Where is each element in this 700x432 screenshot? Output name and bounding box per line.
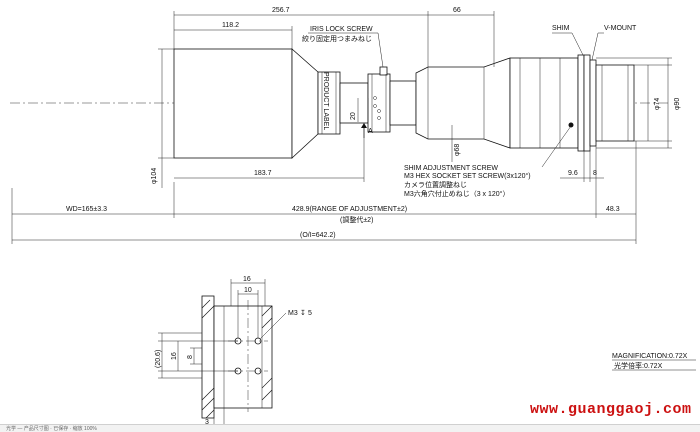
dim-118-2: 118.2	[222, 22, 239, 29]
magnification-jp: 光学倍率:0.72X	[614, 361, 663, 370]
v-mount-label: V-MOUNT	[604, 25, 637, 32]
arrow-a-label: A	[368, 128, 373, 135]
dim-256-7: 256.7	[272, 7, 290, 14]
iris-holes	[373, 96, 381, 120]
dim-phi90: φ90	[674, 98, 681, 110]
dim-8: 8	[593, 170, 597, 177]
dim-16-top: 16	[243, 276, 251, 283]
detail-hatch	[201, 299, 273, 419]
dim-183-7-group: 183.7	[174, 138, 365, 182]
neck	[339, 82, 369, 124]
v-mount-flange	[589, 59, 597, 147]
mid-barrel	[389, 80, 417, 126]
iris-ring	[367, 73, 391, 133]
ring-ribs	[321, 58, 629, 148]
mount-callouts: SHIM V-MOUNT	[552, 25, 637, 61]
shim-adjust-label: SHIM ADJUSTMENT SCREW	[404, 165, 498, 172]
detail-view-a: 16 10 M3 ↧ 5 (20.6) 16 8 3	[155, 276, 312, 426]
mid-diameter: φ68	[451, 125, 461, 162]
magnification-block: MAGNIFICATION:0.72X 光学倍率:0.72X	[612, 353, 696, 371]
camera-adjust-label-jp: カメラ位置調整ねじ	[404, 180, 467, 189]
hex-socket-label-jp: M3六角穴付止めねじ（3 x 120°）	[404, 189, 510, 198]
dim-9-6: 9.6	[568, 170, 578, 177]
shim-adjust-screw-icon	[568, 122, 574, 128]
shim-offsets: 9.6 8	[560, 146, 604, 182]
lens-body	[173, 48, 635, 159]
front-diameter: φ104	[151, 48, 174, 188]
product-label-text: PRODUCT LABEL	[322, 72, 329, 130]
hex-socket-label: M3 HEX SOCKET SET SCREW(3x120°)	[404, 172, 531, 180]
dim-oi: (O/I=642.2)	[300, 232, 336, 239]
iris-lock-knob	[379, 66, 388, 76]
rear-barrel	[415, 57, 511, 149]
dim-20-6: (20.6)	[155, 350, 162, 368]
dim-range-jp: (調整代±2)	[340, 215, 373, 224]
magnification-en: MAGNIFICATION:0.72X	[612, 353, 688, 360]
mount-body	[509, 57, 579, 149]
statusbar-text: 光学 — 产品尺寸图 · 已保存 · 缩放 100%	[6, 426, 97, 432]
shim-adjust-callout: SHIM ADJUSTMENT SCREW M3 HEX SOCKET SET …	[404, 125, 572, 198]
dim-48-3: 48.3	[606, 206, 620, 213]
right-diameters: φ74 φ90	[596, 57, 681, 149]
statusbar: 光学 — 产品尺寸图 · 已保存 · 缩放 100%	[0, 424, 700, 432]
working-distance-dims: WD=165±3.3 428.9(RANGE OF ADJUSTMENT±2) …	[11, 141, 637, 244]
dim-20: 20	[350, 112, 357, 120]
shim-ring-2	[583, 54, 591, 152]
iris-lock-label-jp: 絞り固定用つまみねじ	[302, 34, 372, 43]
top-dimensions: 256.7 118.2 66	[173, 7, 495, 67]
dim-10-top: 10	[244, 287, 252, 294]
shim-ring	[577, 54, 585, 152]
dim-phi74: φ74	[654, 98, 661, 110]
dim-range: 428.9(RANGE OF ADJUSTMENT±2)	[292, 206, 407, 213]
dim-66: 66	[453, 7, 461, 14]
dim-8-left: 8	[187, 355, 194, 359]
front-cone	[291, 48, 319, 159]
dim-m3-depth: 5	[308, 310, 312, 317]
iris-lock-label: IRIS LOCK SCREW	[310, 26, 373, 33]
dim-16-left: 16	[171, 352, 178, 360]
shim-label: SHIM	[552, 25, 570, 32]
dim-m3: M3	[288, 310, 298, 317]
front-barrel	[173, 48, 293, 159]
camera-side	[595, 64, 635, 142]
iris-lock-callout: IRIS LOCK SCREW 絞り固定用つまみねじ	[302, 26, 384, 68]
watermark-text: www.guanggaoj.com	[530, 401, 692, 418]
dim-183-7: 183.7	[254, 170, 272, 177]
dim-3: 3	[205, 419, 209, 426]
dim-phi68: φ68	[454, 144, 461, 156]
dim-wd: WD=165±3.3	[66, 206, 107, 213]
gap-and-arrow: 20 A	[350, 98, 373, 138]
dim-m3-depth-symbol: ↧	[300, 310, 306, 317]
dim-phi104: φ104	[151, 168, 158, 184]
